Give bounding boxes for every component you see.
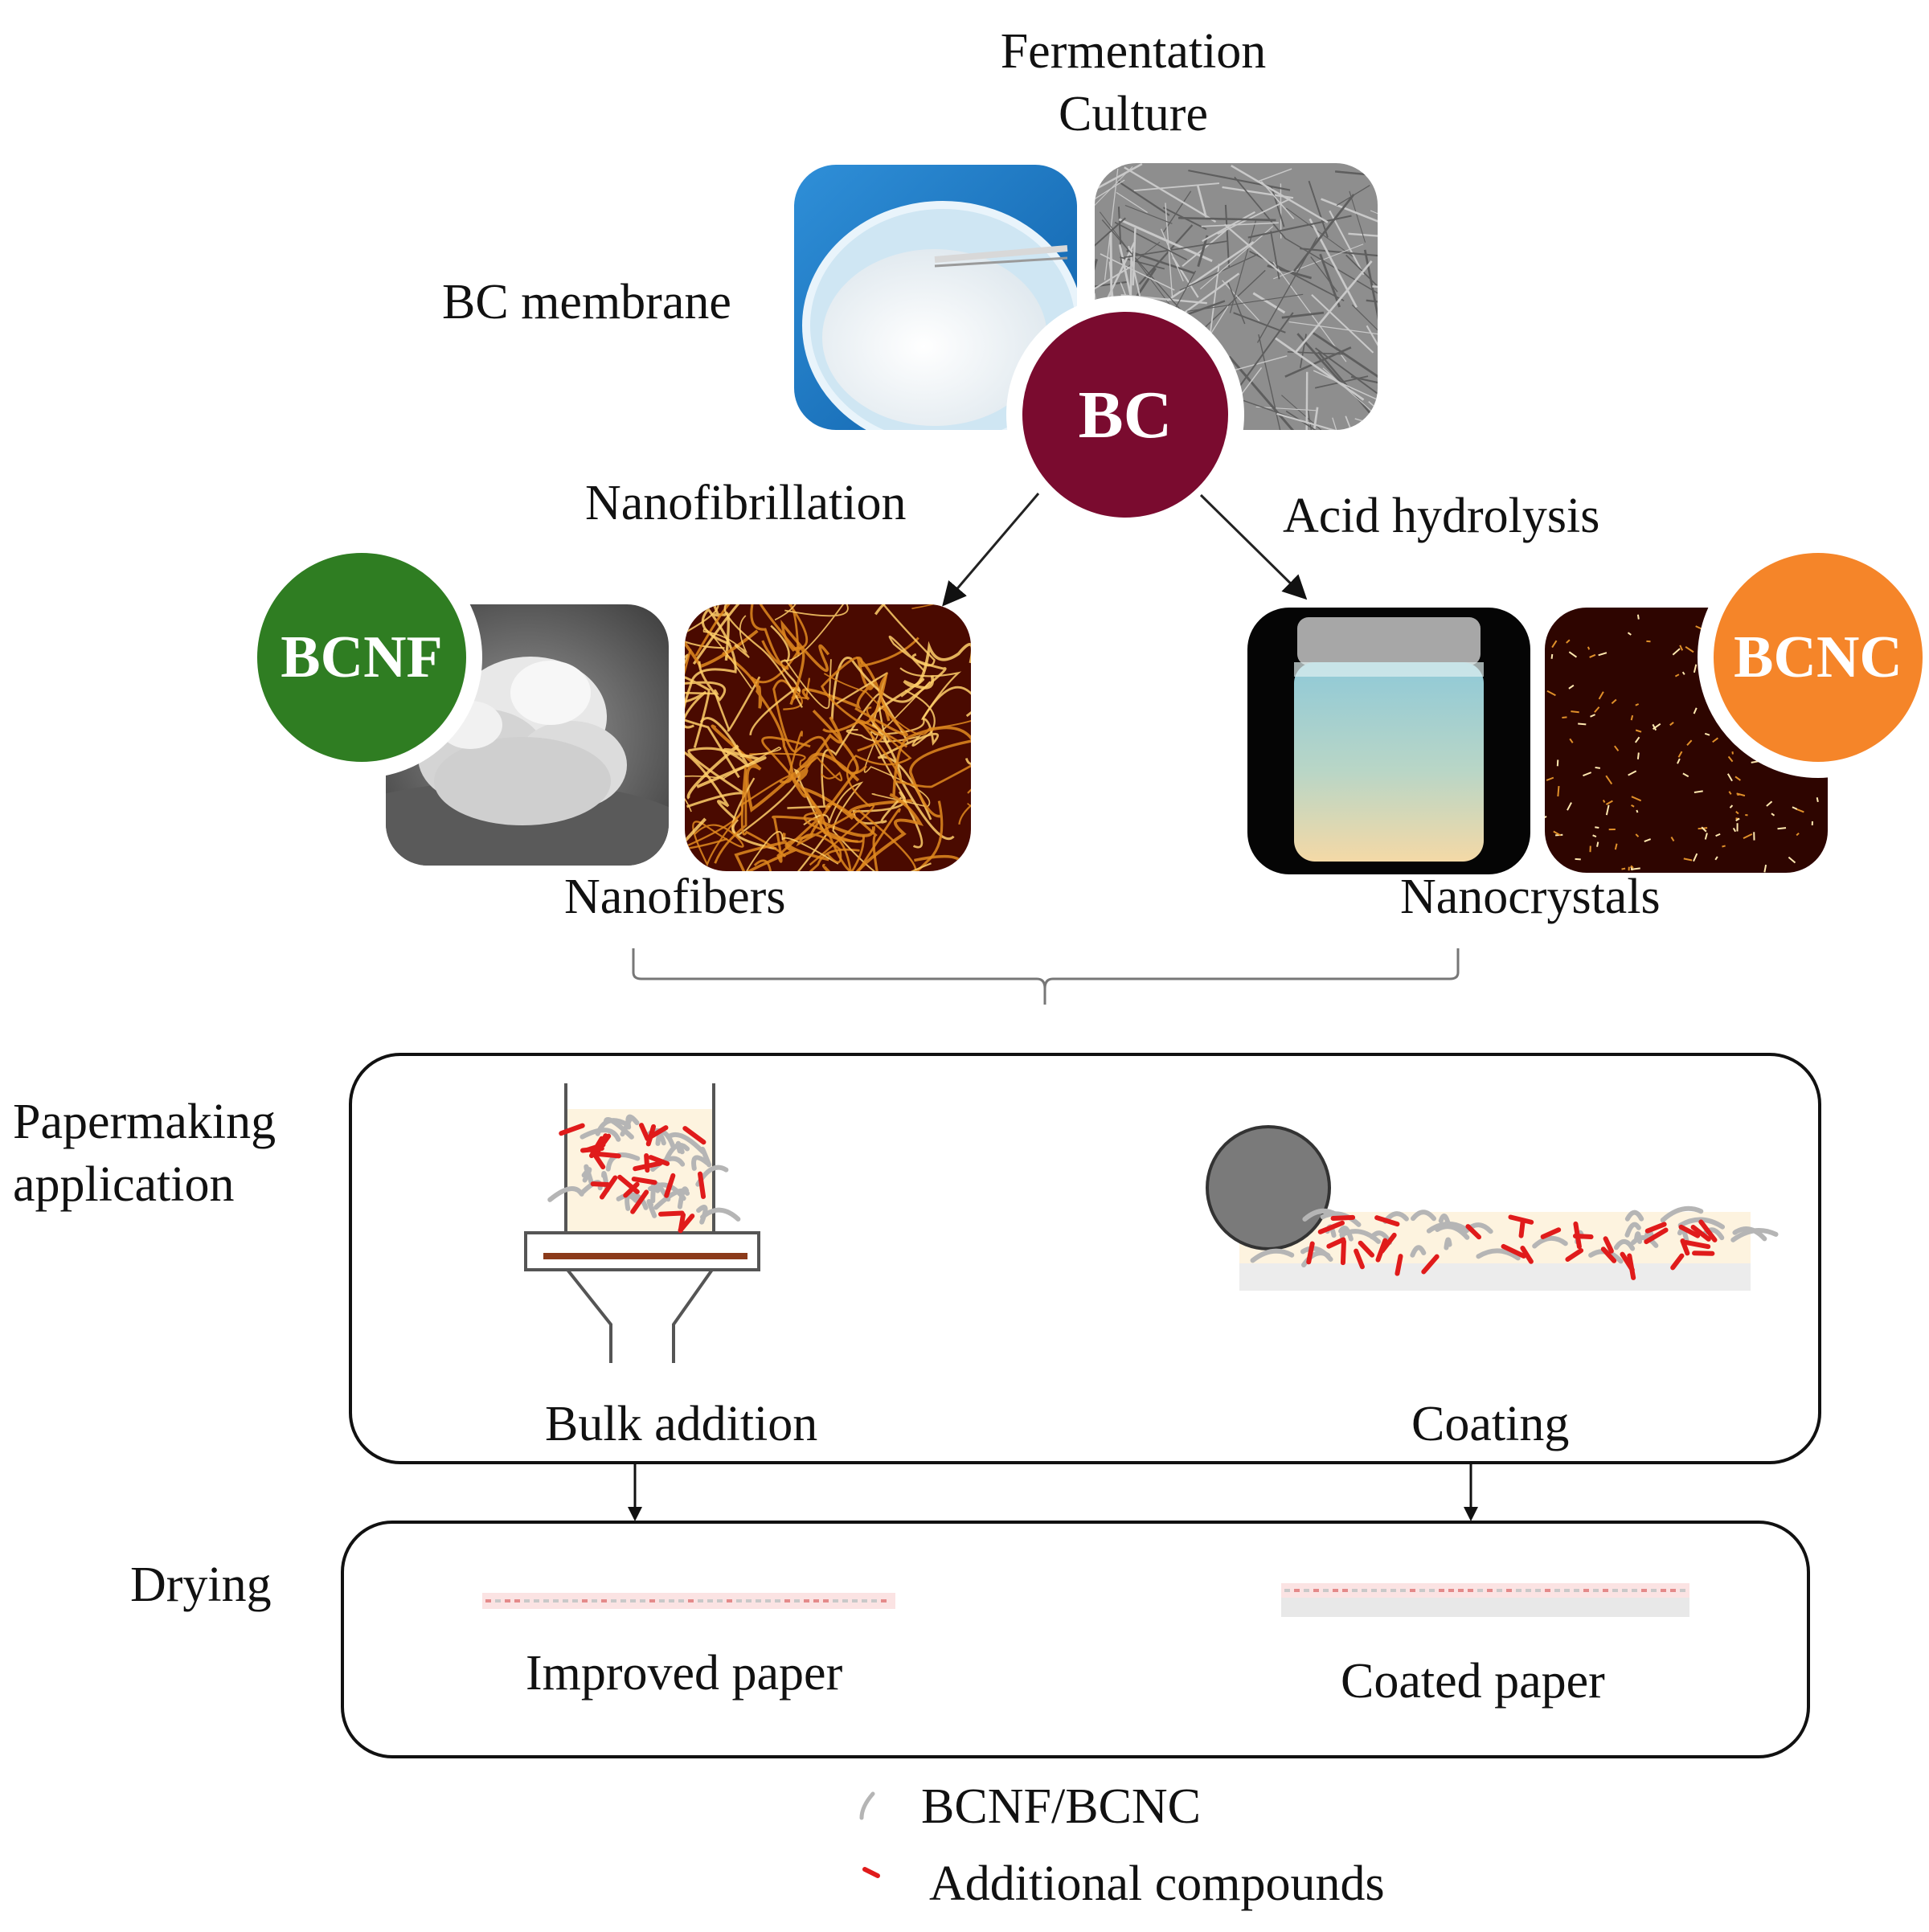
legend-fibers-label: BCNF/BCNC — [921, 1779, 1202, 1834]
coating-label: Coating — [1411, 1397, 1570, 1451]
drying-label: Drying — [130, 1557, 272, 1612]
culture-label: Culture — [1059, 87, 1208, 141]
coating-roller — [1206, 1125, 1331, 1250]
nanocrystals-label: Nanocrystals — [1400, 870, 1661, 924]
acid-hydrolysis-label: Acid hydrolysis — [1283, 489, 1600, 543]
grouping-brace — [632, 948, 1460, 1005]
coating-illustration — [1206, 1125, 1779, 1291]
fermentation-label: Fermentation — [1000, 24, 1267, 79]
papermaking-label-line2: application — [13, 1157, 235, 1212]
bcnc-suspension-photo — [1247, 608, 1530, 874]
nanofibrillation-label: Nanofibrillation — [585, 476, 907, 530]
nanofibers-label: Nanofibers — [564, 870, 786, 924]
bc-membrane-photo — [794, 165, 1077, 430]
legend-compounds-label: Additional compounds — [929, 1856, 1385, 1911]
papermaking-label-line1: Papermaking — [13, 1095, 276, 1149]
legend-fiber-symbol — [859, 1791, 875, 1820]
bulk-addition-label: Bulk addition — [545, 1397, 818, 1451]
coated-paper-illustration — [1281, 1583, 1689, 1617]
bcnf-afm-photo — [685, 604, 971, 871]
coated-paper-label: Coated paper — [1341, 1654, 1605, 1709]
improved-paper-illustration — [482, 1593, 895, 1609]
bc-membrane-label: BC membrane — [442, 275, 731, 330]
nanofibrillation-arrow — [942, 493, 1040, 607]
acid-hydrolysis-arrow — [1199, 493, 1308, 600]
legend-compound-symbol — [862, 1867, 880, 1878]
bulk-addition-illustration — [524, 1083, 760, 1363]
drying-panel — [341, 1521, 1810, 1758]
improved-paper-label: Improved paper — [526, 1646, 843, 1701]
papermaking-panel — [349, 1053, 1821, 1464]
